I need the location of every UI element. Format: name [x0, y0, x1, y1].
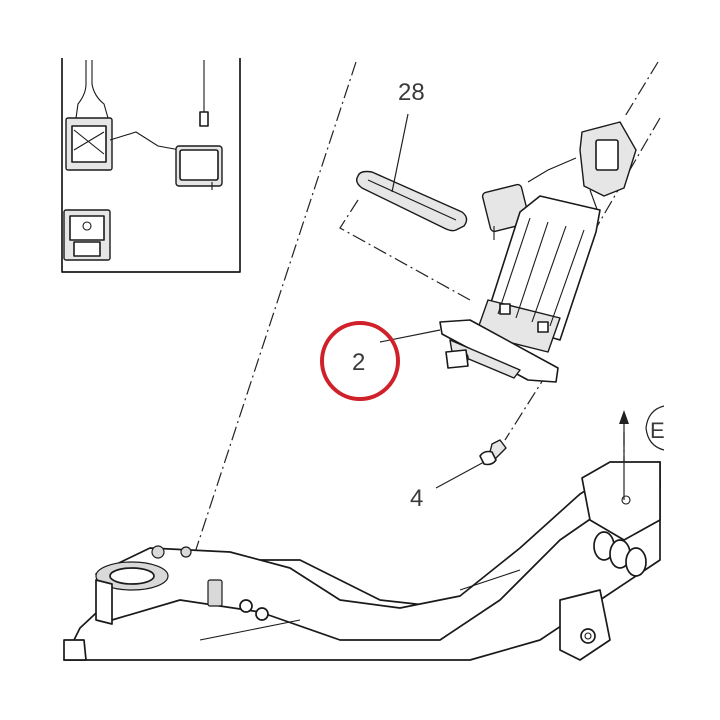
highlight-ring: [320, 321, 400, 401]
gasket-part: [355, 170, 468, 232]
inset-detail-box: [61, 58, 241, 273]
fuel-pump-assembly: [439, 121, 637, 383]
motorcycle-frame: [63, 461, 661, 661]
callout-gasket-number: 28: [398, 79, 425, 106]
screw-part: [479, 439, 507, 466]
callout-fuel-pump-number: 2: [352, 349, 365, 376]
view-letter-label: E: [650, 418, 665, 443]
view-indicator: [619, 405, 665, 500]
callout-leaders: [379, 113, 485, 489]
callout-screw-number: 4: [410, 485, 423, 512]
